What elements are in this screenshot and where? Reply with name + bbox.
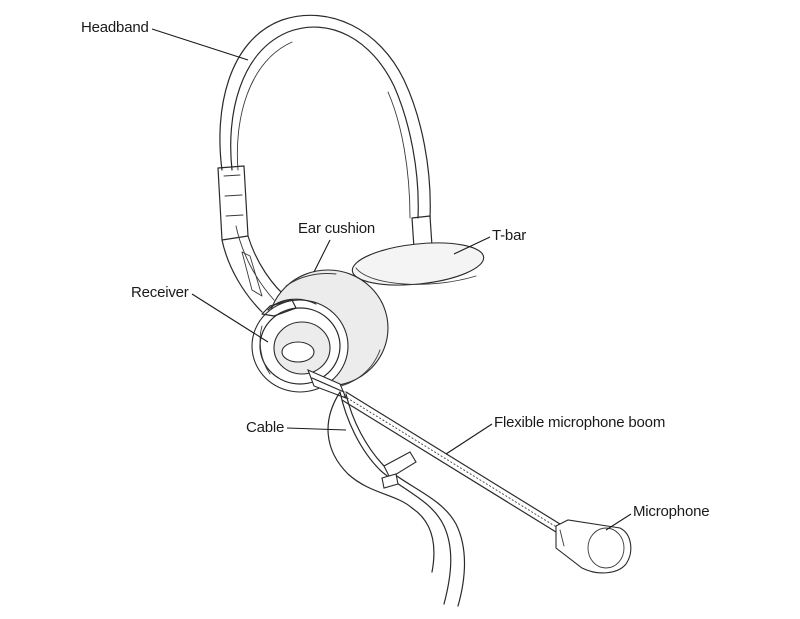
leader-headband xyxy=(151,28,249,61)
leader-cable xyxy=(286,427,347,431)
boom-drawing xyxy=(341,391,561,533)
headband-drawing xyxy=(217,14,431,313)
cable-drawing xyxy=(327,391,466,607)
leader-lines xyxy=(151,28,632,531)
leader-t-bar xyxy=(453,236,491,255)
leader-receiver xyxy=(191,293,269,343)
label-microphone: Microphone xyxy=(633,503,710,520)
label-receiver: Receiver xyxy=(131,284,189,301)
label-flexible-microphone-boom: Flexible microphone boom xyxy=(494,414,666,431)
microphone-drawing xyxy=(555,519,632,574)
leader-ear-cushion xyxy=(313,239,331,273)
receiver-drawing xyxy=(251,298,349,393)
label-cable: Cable xyxy=(246,419,285,436)
label-ear-cushion: Ear cushion xyxy=(298,220,376,237)
t-bar-drawing xyxy=(351,215,485,286)
leader-microphone xyxy=(605,513,632,531)
leader-boom xyxy=(445,423,493,455)
label-headband: Headband xyxy=(81,19,149,36)
boom-pivot-drawing xyxy=(307,368,348,399)
label-t-bar: T-bar xyxy=(492,227,527,244)
